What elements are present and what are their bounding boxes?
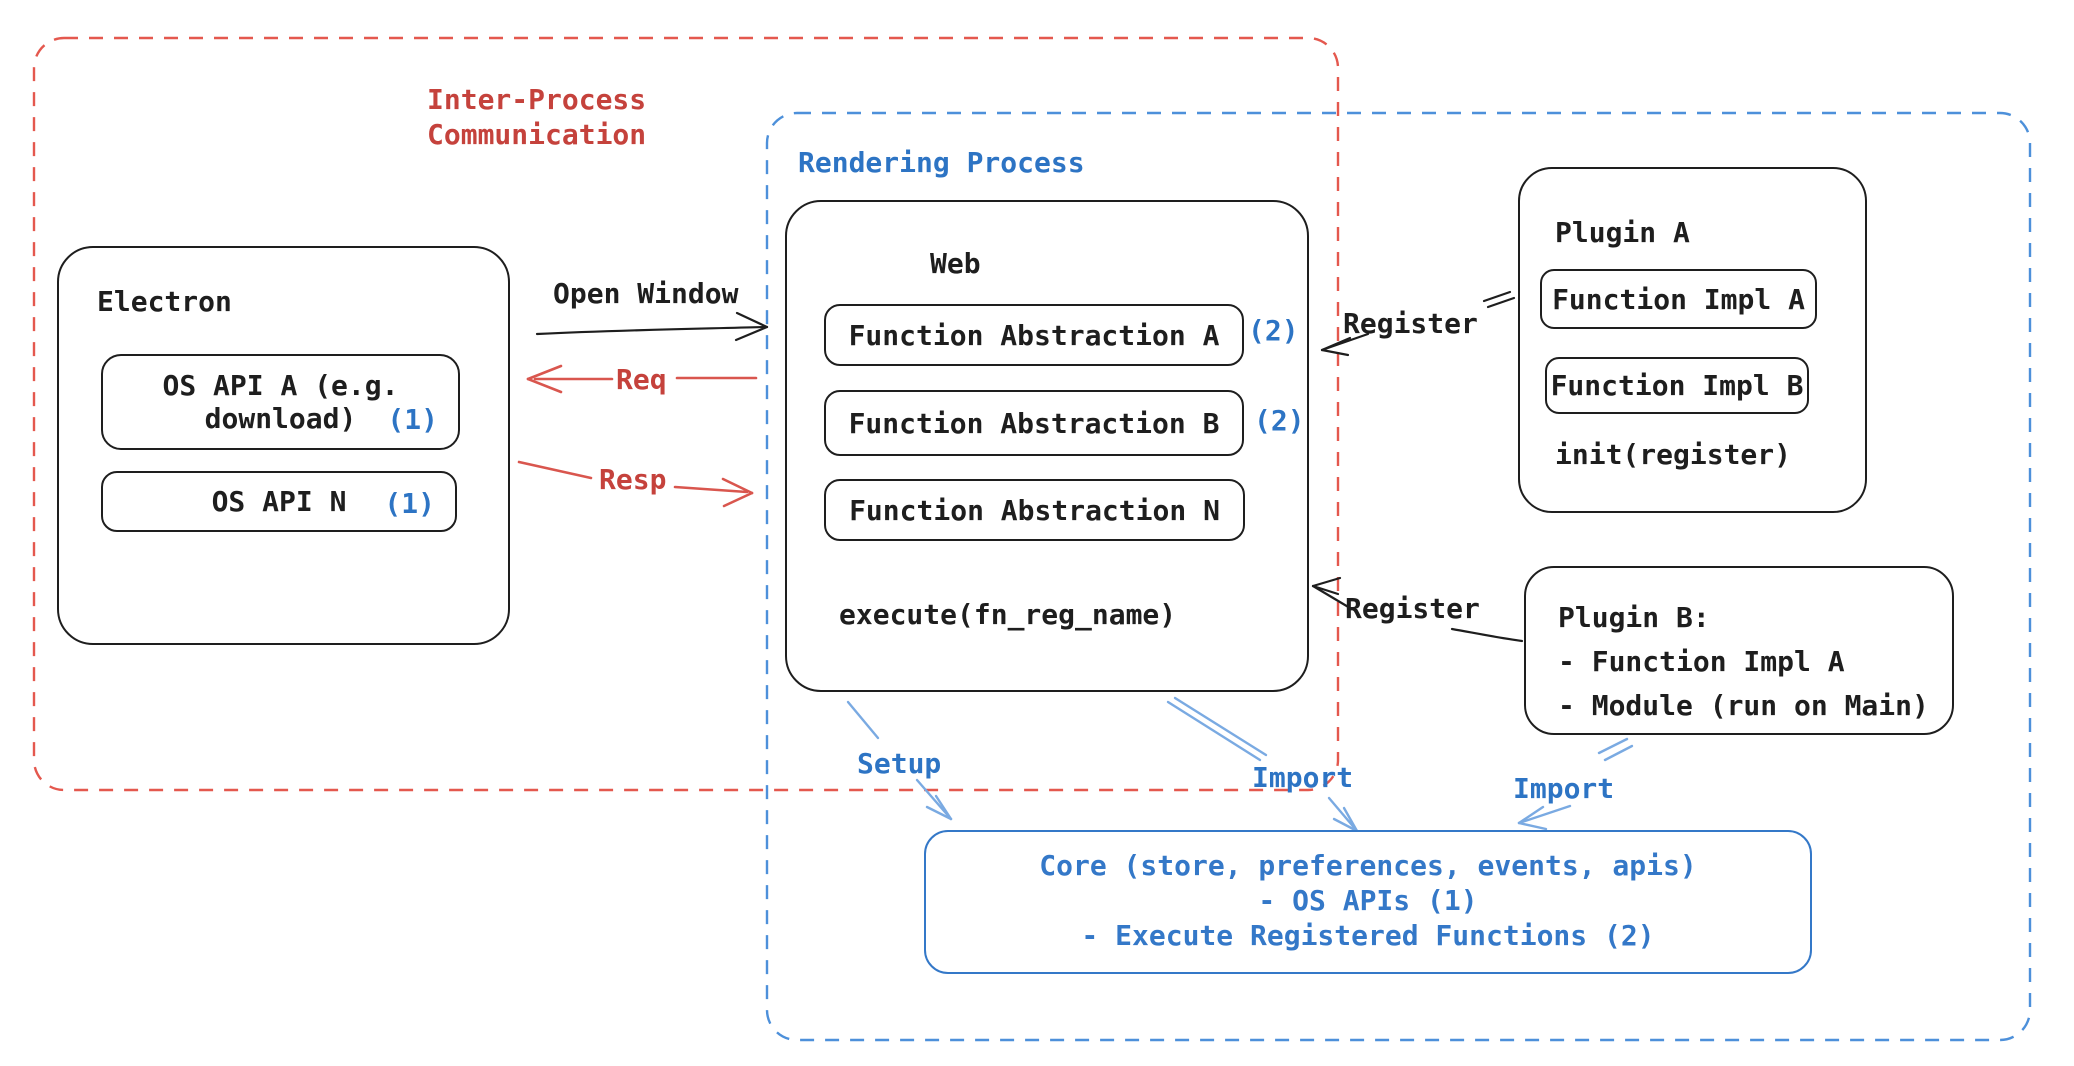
import-right-label: Import bbox=[1513, 772, 1615, 805]
function-abstraction-b-badge: (2) bbox=[1254, 404, 1305, 437]
web-title: Web bbox=[930, 247, 981, 280]
function-abstraction-n-box: Function Abstraction N bbox=[824, 479, 1245, 541]
function-abstraction-b-label: Function Abstraction B bbox=[848, 406, 1220, 440]
function-abstraction-n-label: Function Abstraction N bbox=[849, 493, 1220, 527]
os-api-n-box: OS API N (1) bbox=[101, 471, 457, 532]
web-box: Web Function Abstraction A (2) Function … bbox=[785, 200, 1309, 692]
core-line-1: Core (store, preferences, events, apis) bbox=[1039, 849, 1697, 882]
function-abstraction-a-box: Function Abstraction A bbox=[824, 304, 1244, 366]
plugin-a-footer: init(register) bbox=[1555, 438, 1792, 471]
resp-label: Resp bbox=[599, 463, 667, 496]
os-api-n-badge: (1) bbox=[384, 487, 435, 520]
os-api-a-label: OS API A (e.g. download) bbox=[162, 369, 399, 435]
core-line-3: - Execute Registered Functions (2) bbox=[1081, 919, 1655, 952]
open-window-arrow bbox=[535, 311, 769, 342]
req-label: Req bbox=[616, 363, 667, 396]
import-left-label: Import bbox=[1252, 761, 1354, 794]
plugin-b-line-3: - Module (run on Main) bbox=[1558, 689, 1929, 722]
electron-box: Electron OS API A (e.g. download) (1) OS… bbox=[57, 246, 510, 645]
os-api-a-box: OS API A (e.g. download) (1) bbox=[101, 354, 460, 450]
register-bottom-label: Register bbox=[1345, 592, 1480, 625]
plugin-b-line-2: - Function Impl A bbox=[1558, 645, 1845, 678]
register-top-label: Register bbox=[1343, 307, 1478, 340]
function-abstraction-a-badge: (2) bbox=[1248, 314, 1299, 347]
open-window-label: Open Window bbox=[553, 277, 739, 310]
function-abstraction-a-label: Function Abstraction A bbox=[848, 318, 1220, 352]
plugin-b-line-1: Plugin B: bbox=[1558, 601, 1710, 634]
function-impl-b-box: Function Impl B bbox=[1545, 357, 1809, 414]
function-impl-a-label: Function Impl A bbox=[1552, 282, 1805, 316]
function-impl-b-label: Function Impl B bbox=[1550, 369, 1804, 402]
electron-title: Electron bbox=[97, 285, 232, 318]
ipc-region-label: Inter-Process Communication bbox=[427, 83, 647, 151]
plugin-a-title: Plugin A bbox=[1555, 216, 1690, 249]
core-line-2: - OS APIs (1) bbox=[1258, 884, 1478, 917]
function-impl-a-box: Function Impl A bbox=[1540, 269, 1817, 329]
os-api-a-badge: (1) bbox=[387, 403, 438, 436]
rendering-region-label: Rendering Process bbox=[798, 146, 1085, 179]
function-abstraction-b-box: Function Abstraction B bbox=[824, 390, 1244, 456]
os-api-n-label: OS API N bbox=[211, 485, 347, 518]
web-footer: execute(fn_reg_name) bbox=[839, 598, 1177, 631]
plugin-b-box: Plugin B: - Function Impl A - Module (ru… bbox=[1524, 566, 1954, 735]
setup-label: Setup bbox=[857, 747, 942, 780]
plugin-a-box: Plugin A Function Impl A Function Impl B… bbox=[1518, 167, 1867, 513]
core-box: Core (store, preferences, events, apis) … bbox=[924, 830, 1812, 974]
